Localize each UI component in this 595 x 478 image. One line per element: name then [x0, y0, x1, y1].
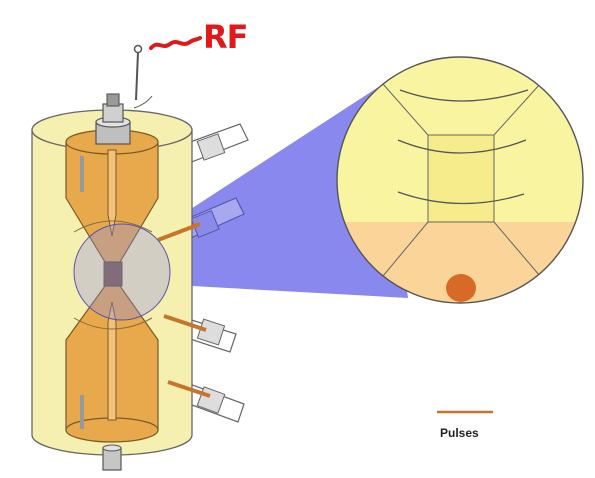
rf-label: RF — [203, 18, 248, 56]
rf-antenna — [133, 44, 153, 109]
trap-center — [103, 261, 123, 287]
pulse-line-upper — [157, 222, 201, 242]
bottom-connector — [102, 444, 122, 471]
pulses-label: Pulses — [440, 426, 479, 440]
trapped-particle — [446, 274, 476, 302]
local-magnifier — [73, 223, 171, 321]
magnified-view — [336, 56, 584, 304]
lower-electrode — [65, 285, 159, 443]
pulse-line-lower-1 — [163, 314, 207, 332]
trap-cell — [427, 134, 495, 223]
top-connector — [95, 93, 131, 145]
pulse-line-lower-2 — [167, 380, 211, 398]
rf-signal-wave — [149, 36, 202, 50]
